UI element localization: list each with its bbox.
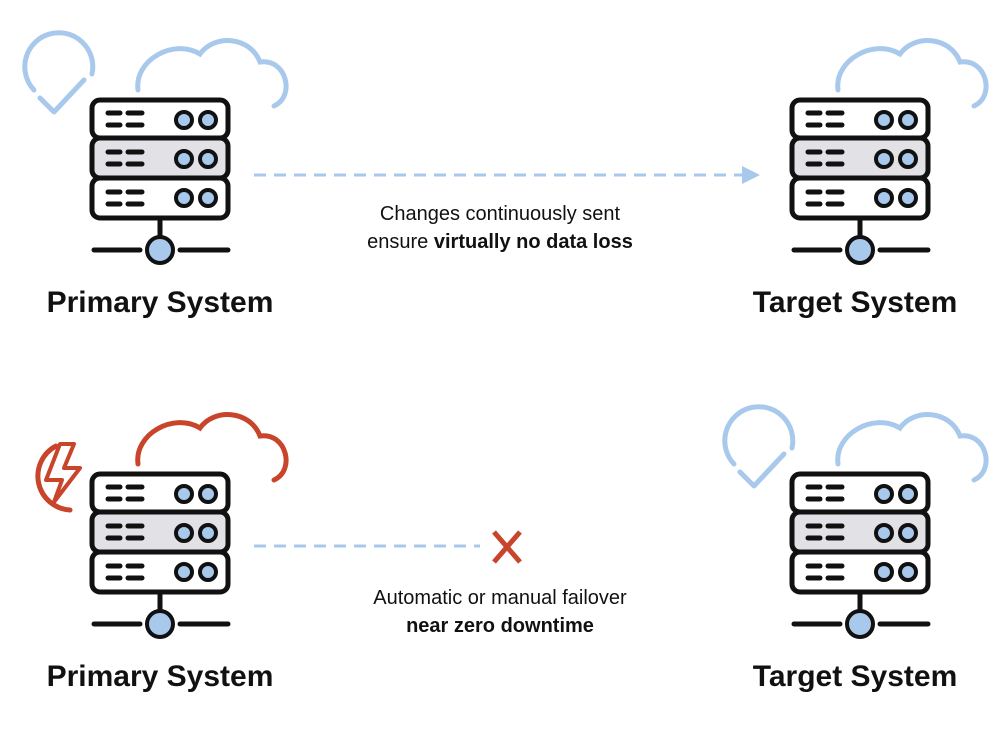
target-server-1 xyxy=(789,38,989,265)
replication-caption-emphasis: virtually no data loss xyxy=(433,231,633,253)
target-system-label-2: Target System xyxy=(752,660,958,693)
check-circle-icon xyxy=(22,30,96,115)
check-circle-icon xyxy=(722,404,796,489)
target-system-label-1: Target System xyxy=(752,286,958,319)
cloud-icon xyxy=(835,412,989,483)
failover-caption: Automatic or manual failover near zero d… xyxy=(290,584,710,640)
row-replication xyxy=(22,30,989,265)
server-rack-icon xyxy=(89,471,231,639)
broken-connection xyxy=(254,530,522,564)
row-failover xyxy=(35,404,989,639)
server-rack-icon xyxy=(789,471,931,639)
replication-caption-line1: Changes continuously sent xyxy=(379,203,621,225)
replication-caption-line2: ensure virtually no data loss xyxy=(290,228,710,256)
replication-arrow xyxy=(254,166,760,184)
primary-server-1 xyxy=(22,30,289,265)
failover-caption-line2: near zero downtime xyxy=(290,612,710,640)
primary-system-label-2: Primary System xyxy=(46,660,274,693)
server-rack-icon xyxy=(789,97,931,265)
lightning-failure-icon xyxy=(35,442,82,513)
target-server-2 xyxy=(722,404,989,639)
cloud-icon xyxy=(135,412,289,483)
failover-caption-emphasis: near zero downtime xyxy=(406,615,594,637)
replication-caption: Changes continuously sent ensure virtual… xyxy=(290,200,710,256)
server-rack-icon xyxy=(89,97,231,265)
primary-system-label-1: Primary System xyxy=(46,286,274,319)
cloud-icon xyxy=(135,38,289,109)
x-mark-icon xyxy=(492,530,522,564)
failover-caption-line1: Automatic or manual failover xyxy=(373,587,627,609)
replication-caption-prefix: ensure xyxy=(367,231,434,253)
primary-server-2 xyxy=(35,412,289,639)
arrow-head-icon xyxy=(742,166,760,184)
cloud-icon xyxy=(835,38,989,109)
